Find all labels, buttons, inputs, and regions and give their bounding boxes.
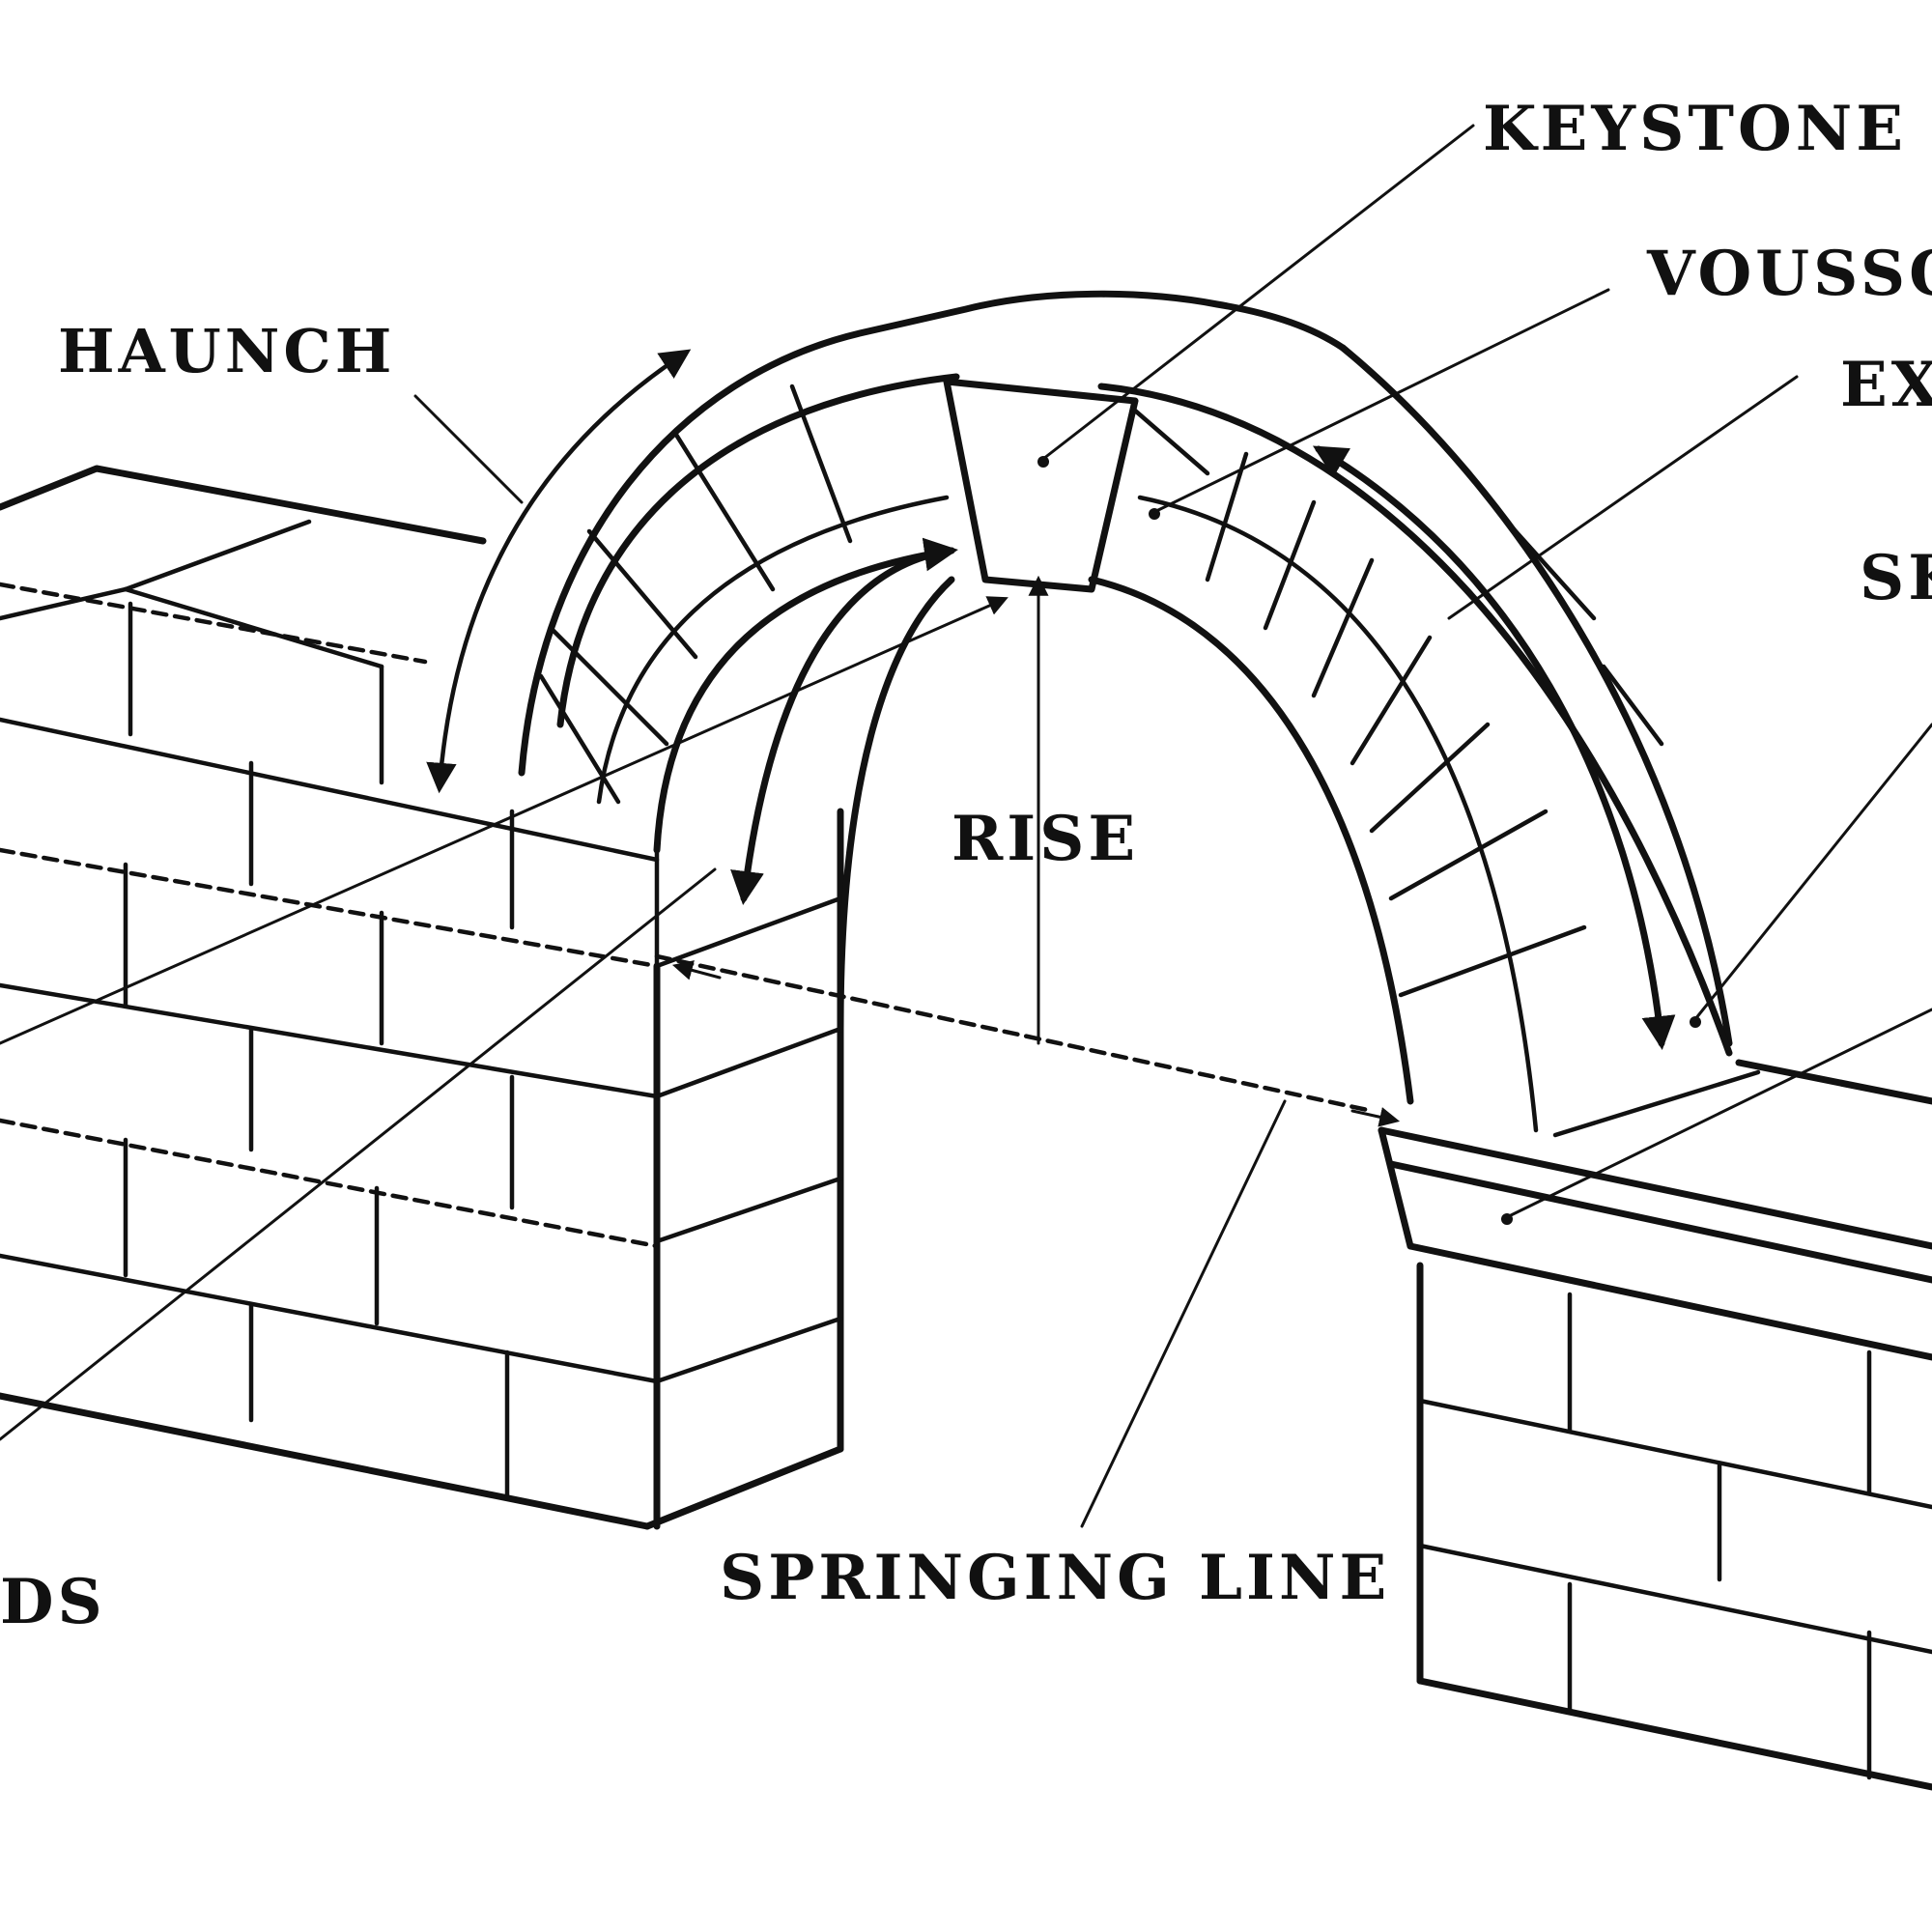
left-wall	[0, 465, 844, 1530]
keystone-label: KEYSTONE	[1483, 93, 1907, 165]
springing-line-label: SPRINGING LINE	[720, 1542, 1390, 1614]
haunch-label: HAUNCH	[58, 316, 395, 386]
intrados-label: DS	[0, 1566, 106, 1638]
springing-line	[654, 953, 1375, 1114]
right-wall	[1378, 1059, 1932, 1791]
leader-lines	[0, 124, 1932, 1528]
skewback-label: SK	[1860, 542, 1932, 614]
voussoir-label: VOUSSO	[1646, 238, 1932, 310]
extrados-label: EX	[1840, 349, 1932, 421]
arch-ring	[518, 290, 1733, 1133]
rise-label: RISE	[952, 803, 1139, 875]
